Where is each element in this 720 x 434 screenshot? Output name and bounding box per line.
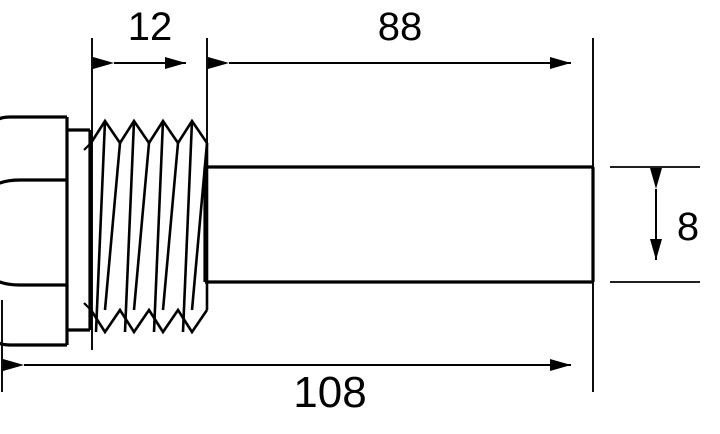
bolt-part-geometry xyxy=(0,115,595,347)
thread-flank-1b xyxy=(103,142,122,311)
dimension-text-group: 12 88 8 108 xyxy=(128,5,699,417)
thread-runout-top xyxy=(83,142,92,151)
dimension-label-shank-diameter: 8 xyxy=(677,205,699,249)
extension-lines-group xyxy=(1,38,700,392)
hex-head-top-edge xyxy=(0,115,67,121)
bolt-flange xyxy=(67,128,92,332)
thread-flank-1a xyxy=(94,120,107,333)
thread-crest-bottom xyxy=(89,307,209,335)
thread-flank-3b xyxy=(161,142,180,311)
dimension-lines-group xyxy=(3,57,662,371)
thread-flank-2a xyxy=(123,120,136,333)
hex-head-facet-line-bottom xyxy=(0,280,67,287)
dimension-label-thread-length: 12 xyxy=(128,5,173,49)
dimension-label-shank-length: 88 xyxy=(378,5,423,49)
hex-head-facet-line-top xyxy=(0,178,67,185)
thread-flank-2b xyxy=(132,142,151,311)
thread-flank-4a xyxy=(181,120,194,333)
thread-runout-bottom xyxy=(83,302,92,311)
thread-flank-3a xyxy=(152,120,165,333)
hex-head xyxy=(0,115,69,347)
hex-head-bottom-edge xyxy=(0,341,67,347)
dimension-label-overall-length: 108 xyxy=(293,368,366,417)
